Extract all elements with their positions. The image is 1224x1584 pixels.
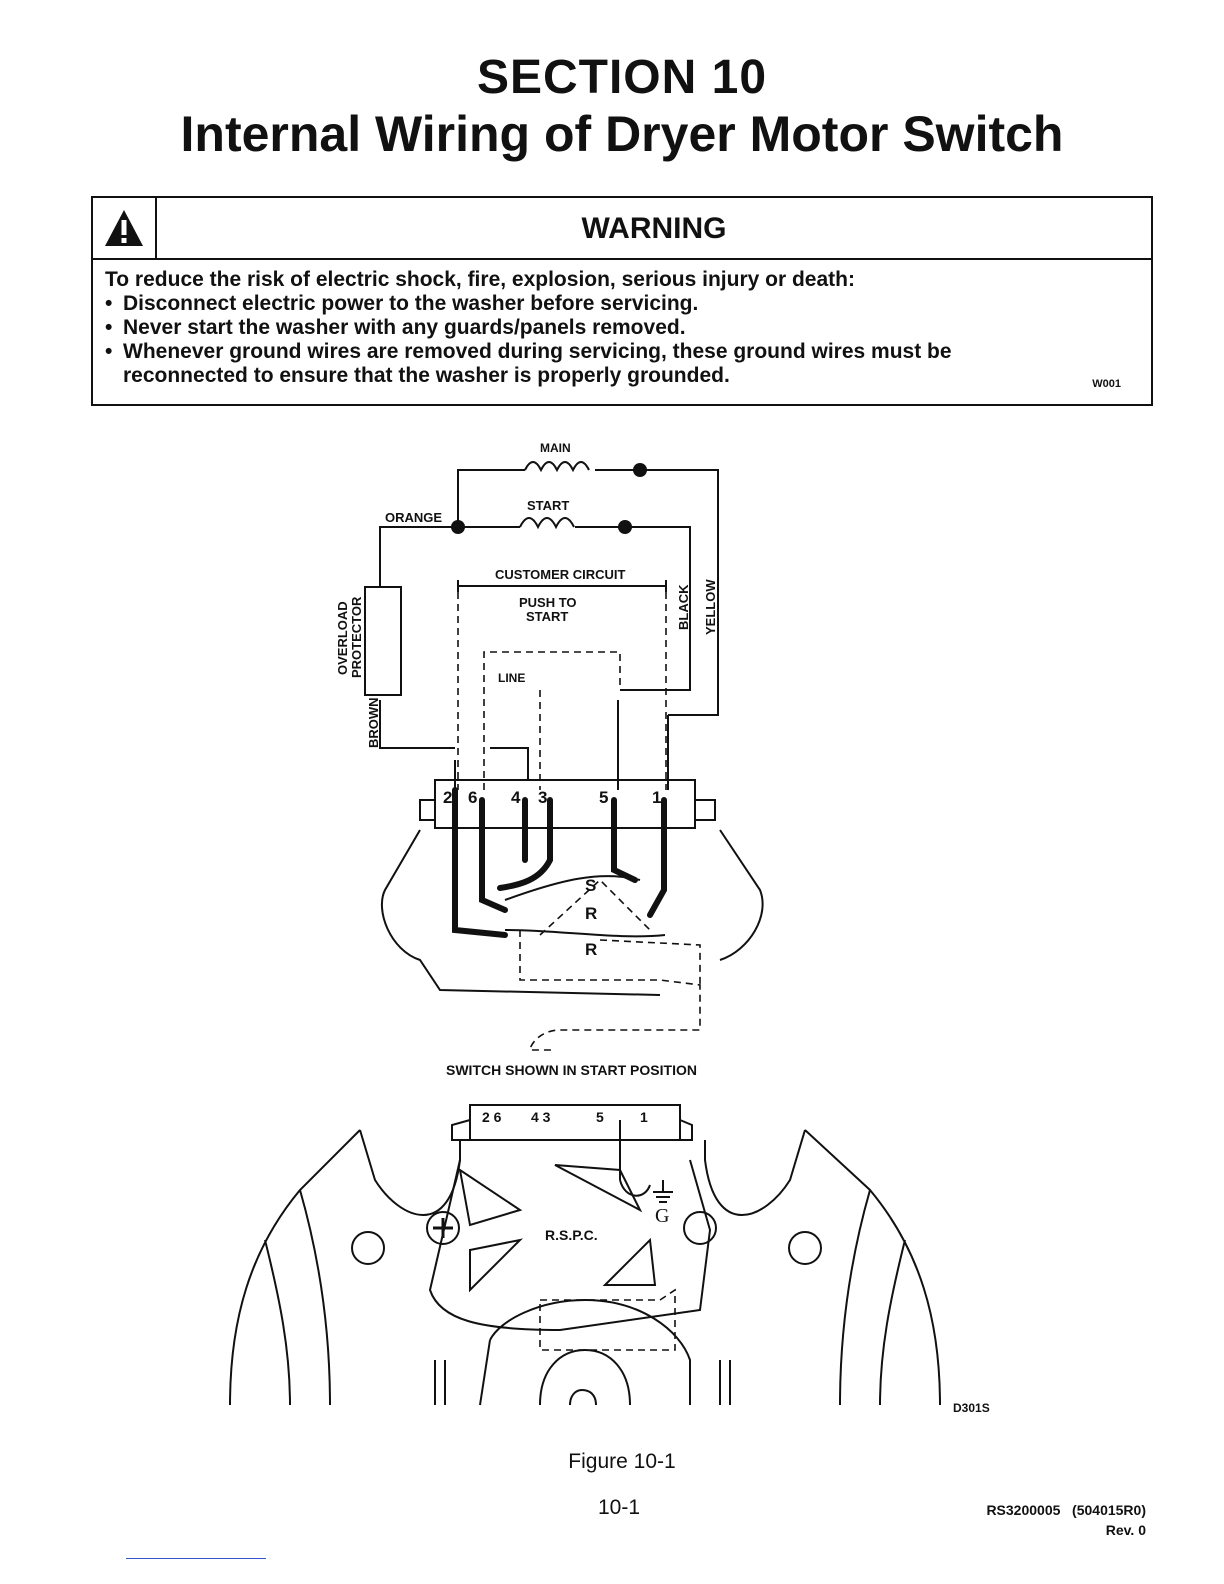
label-customer-circuit: CUSTOMER CIRCUIT [495, 567, 626, 582]
ground-icon [653, 1180, 673, 1203]
figure-caption: Figure 10-1 [568, 1450, 676, 1473]
switch-caption: SWITCH SHOWN IN START POSITION [446, 1062, 697, 1078]
page-number: 10-1 [597, 1496, 641, 1519]
label-protector: PROTECTOR [349, 596, 364, 678]
label-yellow: YELLOW [703, 579, 718, 635]
block-terminal-1: 1 [640, 1109, 648, 1125]
wiring-diagram: MAIN START ORANGE CUSTOMER CIRCUIT PUSH … [229, 441, 990, 1415]
terminal-2: 2 [443, 788, 452, 807]
warning-item: Whenever ground wires are removed during… [105, 340, 1023, 388]
warning-item: Disconnect electric power to the washer … [105, 292, 1139, 316]
footer-rule [126, 1558, 266, 1559]
warning-code: W001 [1092, 378, 1121, 390]
page-title: Internal Wiring of Dryer Motor Switch [180, 106, 1064, 162]
terminal-4: 4 [511, 788, 521, 807]
label-r-upper: R [585, 904, 597, 923]
label-r-lower: R [585, 940, 597, 959]
label-orange: ORANGE [385, 510, 442, 525]
warning-icon-cell [93, 198, 157, 258]
terminal-3: 3 [538, 788, 547, 807]
terminal-1: 1 [652, 788, 661, 807]
warning-body: To reduce the risk of electric shock, fi… [105, 268, 1139, 388]
warning-header: WARNING [93, 198, 1151, 260]
warning-box: WARNING To reduce the risk of electric s… [91, 196, 1153, 406]
label-line: LINE [498, 671, 525, 685]
label-start-button: START [526, 609, 568, 624]
document-id: RS3200005 (504015R0) [986, 1502, 1146, 1518]
label-main: MAIN [540, 441, 571, 455]
warning-triangle-icon [105, 210, 143, 246]
label-brown: BROWN [366, 697, 381, 748]
block-terminal-5: 5 [596, 1109, 604, 1125]
label-s: S [585, 876, 596, 895]
label-rspc: R.S.P.C. [545, 1227, 598, 1243]
block-terminals-4-3: 4 3 [531, 1109, 551, 1125]
label-start-coil: START [527, 498, 569, 513]
label-overload: OVERLOAD [335, 601, 350, 675]
warning-list: Disconnect electric power to the washer … [105, 292, 1139, 388]
diagram-code: D301S [953, 1401, 990, 1415]
warning-title: WARNING [581, 212, 727, 245]
terminal-5: 5 [599, 788, 608, 807]
section-number: SECTION 10 [476, 51, 768, 104]
label-ground-g: G [655, 1205, 669, 1227]
document-revision: Rev. 0 [1105, 1522, 1146, 1538]
terminal-6: 6 [468, 788, 477, 807]
label-black: BLACK [676, 584, 691, 630]
warning-item: Never start the washer with any guards/p… [105, 316, 1139, 340]
label-push-to: PUSH TO [519, 595, 577, 610]
block-terminals-2-6: 2 6 [482, 1109, 502, 1125]
warning-intro: To reduce the risk of electric shock, fi… [105, 268, 855, 291]
